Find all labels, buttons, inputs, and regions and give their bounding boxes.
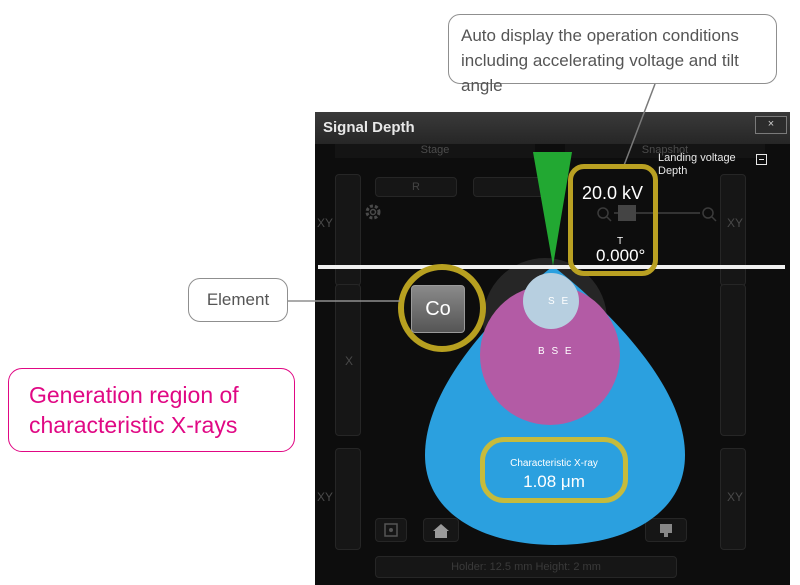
landing-voltage-label: Landing voltage bbox=[658, 152, 736, 164]
left-slider-bottom[interactable] bbox=[335, 448, 361, 550]
se-label: S E bbox=[548, 296, 571, 307]
tab-stage[interactable]: Stage bbox=[335, 144, 535, 158]
generation-region-callout: Generation region of characteristic X-ra… bbox=[8, 368, 295, 452]
right-slider-bottom[interactable] bbox=[720, 448, 746, 550]
specimen-surface-line bbox=[318, 265, 785, 269]
side-label-xy-right-bottom: XY bbox=[727, 490, 744, 504]
generation-callout-line-2: characteristic X-rays bbox=[29, 412, 238, 438]
window-title: Signal Depth bbox=[323, 119, 415, 136]
element-button[interactable]: Co bbox=[411, 285, 465, 333]
electron-beam bbox=[533, 152, 572, 266]
right-slider-mid[interactable] bbox=[720, 284, 746, 436]
generation-callout-line-1: Generation region of bbox=[29, 382, 239, 408]
gear-icon[interactable] bbox=[363, 202, 383, 222]
xray-highlight-ring bbox=[480, 437, 628, 503]
tilt-readout: 0.000° bbox=[596, 246, 646, 265]
side-label-xy: XY bbox=[317, 216, 334, 230]
bse-label: B S E bbox=[538, 346, 574, 357]
element-highlight-ring bbox=[398, 264, 486, 352]
zoom-in-icon[interactable] bbox=[702, 207, 714, 219]
xray-label: Characteristic X-ray bbox=[510, 458, 598, 469]
home-icon bbox=[433, 524, 449, 538]
status-bar: Holder: 12.5 mm Height: 2 mm bbox=[375, 556, 677, 578]
zoom-slider-thumb[interactable] bbox=[618, 205, 636, 221]
title-bar: Signal Depth × bbox=[315, 112, 790, 144]
side-label-x: X bbox=[345, 354, 354, 368]
element-callout: Element bbox=[188, 278, 288, 322]
element-leader bbox=[288, 300, 400, 302]
left-slider-mid[interactable] bbox=[335, 284, 361, 436]
r-button-label: R bbox=[412, 181, 420, 193]
voltage-readout: 20.0 kV bbox=[582, 183, 644, 203]
home-button[interactable] bbox=[423, 518, 459, 542]
operation-conditions-callout: Auto display the operation conditions in… bbox=[448, 14, 777, 95]
zoom-out-icon[interactable] bbox=[597, 207, 609, 219]
side-label-xy-bottom: XY bbox=[317, 490, 334, 504]
target-button[interactable] bbox=[375, 518, 407, 542]
r-button[interactable]: R bbox=[375, 177, 457, 197]
side-label-xy-right: XY bbox=[727, 216, 744, 230]
minus-box-icon[interactable] bbox=[756, 154, 767, 165]
target-icon bbox=[384, 523, 398, 537]
se-region bbox=[523, 273, 579, 329]
callout-line-1: Auto display the operation conditions bbox=[461, 26, 739, 45]
close-button[interactable]: × bbox=[755, 116, 787, 134]
landing-voltage-legend: Landing voltage Depth bbox=[658, 152, 736, 178]
bse-region bbox=[480, 285, 620, 425]
monitor-icon bbox=[660, 524, 672, 537]
screen-button[interactable] bbox=[645, 518, 687, 542]
tab-snapshot[interactable]: Snapshot bbox=[565, 144, 765, 158]
callout-leader bbox=[622, 83, 656, 169]
xray-depth-value: 1.08 μm bbox=[523, 472, 585, 491]
callout-line-2: including accelerating voltage and tilt … bbox=[461, 51, 739, 95]
depth-label: Depth bbox=[658, 165, 688, 177]
operation-highlight-ring bbox=[568, 164, 658, 276]
tilt-label: T bbox=[617, 236, 624, 247]
